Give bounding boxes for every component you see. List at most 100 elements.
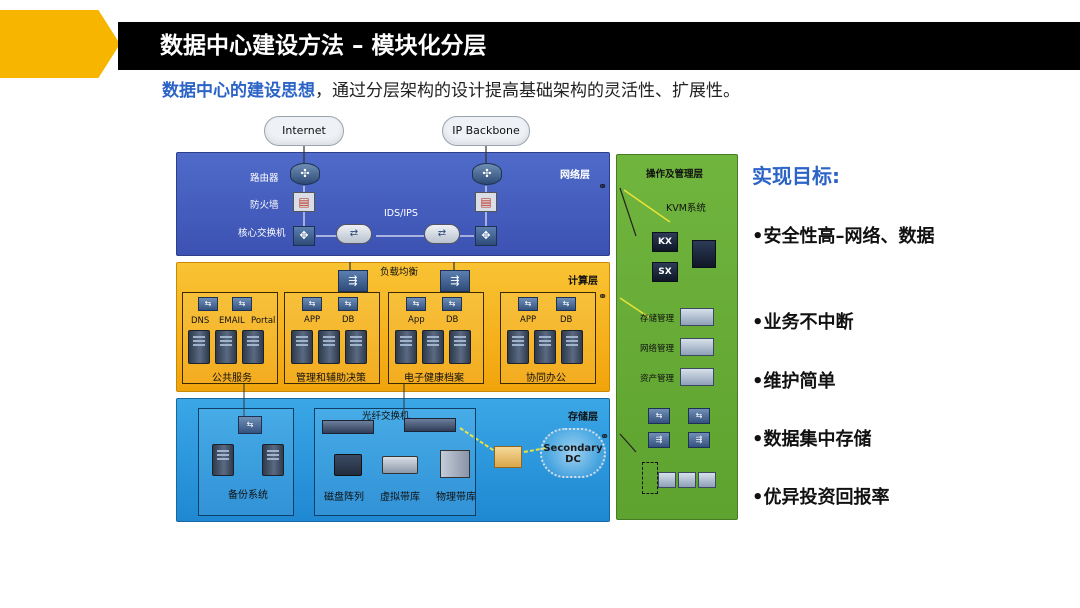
fc-switch-icon xyxy=(404,418,456,432)
physical-tape-icon xyxy=(440,450,470,478)
disk-array-icon xyxy=(334,454,362,476)
switch-icon: ⇆ xyxy=(232,297,252,311)
ops-switch-icon: ⇶ xyxy=(688,432,710,448)
cable-connector-icon: ⚭ xyxy=(598,180,608,193)
router-label: 路由器 xyxy=(250,173,279,184)
storage-mgmt-device-icon xyxy=(680,308,714,326)
switch-icon: ⇆ xyxy=(198,297,218,311)
firewall-label: 防火墙 xyxy=(250,200,279,211)
tape-cartridge-frame xyxy=(642,462,658,494)
switch-icon: ⇆ xyxy=(406,297,426,311)
load-balancer-label: 负载均衡 xyxy=(380,267,419,278)
cable-connector-icon: ⚭ xyxy=(598,290,608,303)
ids-ips-sensor-icon: ⇄ xyxy=(336,224,372,244)
fc-switch-label: 光纤交换机 xyxy=(362,411,410,422)
cable-connector-icon: ⚭ xyxy=(600,430,610,443)
network-mgmt-device-icon xyxy=(680,338,714,356)
app-label: APP xyxy=(304,315,321,325)
backup-server-icon xyxy=(212,444,234,476)
ip-backbone-cloud: IP Backbone xyxy=(442,116,530,146)
tape-cartridge-icon xyxy=(678,472,696,488)
fc-switch-icon xyxy=(322,420,374,434)
core-switch-label: 核心交换机 xyxy=(238,228,286,239)
dns-label: DNS xyxy=(191,316,210,326)
ops-switch-icon: ⇆ xyxy=(688,408,710,424)
server-icon xyxy=(215,330,237,364)
ids-ips-label: IDS/IPS xyxy=(384,208,418,219)
data-package-icon xyxy=(494,446,522,468)
network-layer-tag: 网络层 xyxy=(560,170,590,181)
server-icon xyxy=(507,330,529,364)
kvm-kx-icon: KX xyxy=(652,232,678,252)
server-icon xyxy=(561,330,583,364)
header-accent-arrow xyxy=(0,10,120,78)
goal-item: •业务不中断 xyxy=(752,312,854,333)
server-icon xyxy=(534,330,556,364)
server-icon xyxy=(395,330,417,364)
ops-management-layer xyxy=(616,154,738,520)
storage-mgmt-label: 存储管理 xyxy=(640,314,675,324)
core-switch-icon: ✥ xyxy=(475,226,497,246)
goal-item: •数据集中存储 xyxy=(752,429,872,450)
ops-layer-tag: 操作及管理层 xyxy=(646,169,704,180)
app-label: APP xyxy=(520,315,537,325)
server-icon xyxy=(291,330,313,364)
server-icon xyxy=(422,330,444,364)
asset-mgmt-device-icon xyxy=(680,368,714,386)
virtual-tape-caption: 虚拟带库 xyxy=(380,492,420,503)
physical-tape-caption: 物理带库 xyxy=(436,492,476,503)
app-label: App xyxy=(408,315,425,325)
backup-server-icon xyxy=(262,444,284,476)
ops-switch-icon: ⇶ xyxy=(648,432,670,448)
firewall-icon: ▤ xyxy=(475,192,497,212)
db-label: DB xyxy=(560,315,573,325)
ops-switch-icon: ⇆ xyxy=(648,408,670,424)
switch-icon: ⇆ xyxy=(302,297,322,311)
email-label: EMAIL xyxy=(219,316,245,326)
goals-title: 实现目标: xyxy=(752,164,840,188)
subtitle-highlight: 数据中心的建设思想 xyxy=(162,81,315,101)
network-mgmt-label: 网络管理 xyxy=(640,344,675,354)
kvm-system-label: KVM系统 xyxy=(666,203,706,214)
goal-item: •优异投资回报率 xyxy=(752,487,890,508)
db-label: DB xyxy=(342,315,355,325)
network-layer xyxy=(176,152,610,256)
server-icon xyxy=(449,330,471,364)
ids-ips-sensor-icon: ⇄ xyxy=(424,224,460,244)
switch-icon: ⇆ xyxy=(518,297,538,311)
core-switch-icon: ✥ xyxy=(293,226,315,246)
goal-item: •安全性高–网络、数据 xyxy=(752,226,935,247)
public-service-caption: 公共服务 xyxy=(212,373,252,384)
kvm-console-icon xyxy=(692,240,716,268)
server-icon xyxy=(242,330,264,364)
switch-icon: ⇆ xyxy=(338,297,358,311)
load-balancer-icon: ⇶ xyxy=(440,270,470,292)
load-balancer-icon: ⇶ xyxy=(338,270,368,292)
db-label: DB xyxy=(446,315,459,325)
compute-layer xyxy=(176,262,610,392)
asset-mgmt-label: 资产管理 xyxy=(640,374,675,384)
collaboration-caption: 协同办公 xyxy=(526,373,566,384)
tape-cartridge-icon xyxy=(698,472,716,488)
internet-cloud: Internet xyxy=(264,116,344,146)
secondary-dc-cloud: Secondary DC xyxy=(540,428,606,478)
health-record-caption: 电子健康档案 xyxy=(404,373,464,384)
page-subtitle: 数据中心的建设思想，通过分层架构的设计提高基础架构的灵活性、扩展性。 xyxy=(162,76,740,101)
goal-item: •维护简单 xyxy=(752,371,836,392)
router-icon: ✣ xyxy=(290,163,320,185)
header-bar xyxy=(118,22,1080,70)
page-title: 数据中心建设方法 – 模块化分层 xyxy=(160,33,487,59)
storage-layer-tag: 存储层 xyxy=(568,412,598,423)
switch-icon: ⇆ xyxy=(442,297,462,311)
firewall-icon: ▤ xyxy=(293,192,315,212)
switch-icon: ⇆ xyxy=(238,416,262,434)
subtitle-text: ，通过分层架构的设计提高基础架构的灵活性、扩展性。 xyxy=(315,81,740,101)
router-icon: ✣ xyxy=(472,163,502,185)
server-icon xyxy=(318,330,340,364)
kvm-sx-icon: SX xyxy=(652,262,678,282)
backup-system-caption: 备份系统 xyxy=(228,490,268,501)
virtual-tape-icon xyxy=(382,456,418,474)
management-decision-caption: 管理和辅助决策 xyxy=(296,373,366,384)
server-icon xyxy=(188,330,210,364)
tape-cartridge-icon xyxy=(658,472,676,488)
